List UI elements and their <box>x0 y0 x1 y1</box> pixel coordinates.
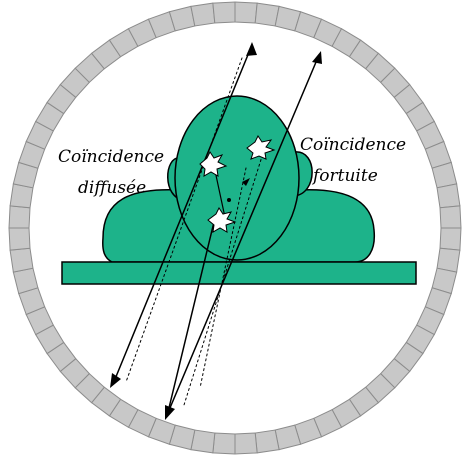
coincidence-lines <box>112 44 320 416</box>
detector-segment <box>190 2 216 27</box>
arrowheads <box>110 42 322 420</box>
arrowhead-top-left <box>246 42 257 56</box>
random-lor-line <box>166 54 320 416</box>
detector-ring <box>8 1 462 455</box>
arrowhead-bottom-center <box>165 405 175 420</box>
arrowhead-top-right <box>312 51 322 64</box>
random-photon-line <box>167 221 215 413</box>
random-dotted-line-b <box>199 167 247 389</box>
detector-segment <box>439 227 462 251</box>
small-arrow-marker <box>242 178 250 186</box>
annihilation-events <box>199 135 276 233</box>
label-scattered-line1: Coïncidence <box>58 147 164 167</box>
scattered-true-path-dotted <box>125 57 243 383</box>
detector-segment <box>439 205 462 229</box>
label-scattered: Coïncidence diffusée <box>58 147 169 198</box>
detector-segment <box>436 183 461 209</box>
label-random: Coïncidence fortuite <box>300 135 411 186</box>
detector-segment <box>234 432 258 455</box>
detector-segment <box>8 205 31 229</box>
detector-segment <box>212 432 236 455</box>
label-scattered-line2: diffusée <box>78 178 146 198</box>
scattered-lor-line <box>112 44 253 385</box>
flash-left-icon <box>199 151 228 177</box>
detector-segment <box>9 247 34 273</box>
label-random-line1: Coïncidence <box>300 135 406 155</box>
event-markers <box>227 178 250 202</box>
patient-head <box>174 95 300 261</box>
detector-segment <box>234 1 258 24</box>
label-random-line2: fortuite <box>311 166 378 186</box>
center-dot <box>227 198 231 202</box>
flash-bottom-icon <box>207 207 237 233</box>
patient-table <box>61 261 417 285</box>
detector-segment <box>212 1 236 24</box>
flash-right-icon <box>246 135 276 160</box>
arrowhead-bottom-left <box>110 373 121 388</box>
detector-segment <box>8 227 31 251</box>
random-dotted-line-a <box>183 149 265 406</box>
detector-segment <box>254 429 280 454</box>
